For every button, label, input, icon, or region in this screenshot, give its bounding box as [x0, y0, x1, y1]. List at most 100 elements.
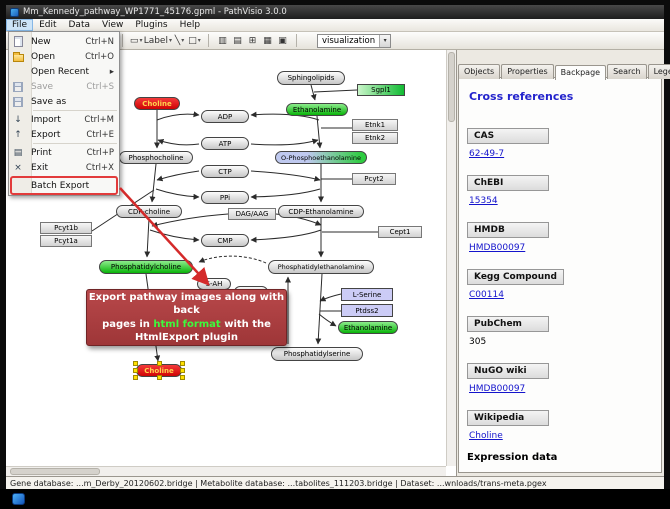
menu-edit[interactable]: Edit [39, 20, 57, 30]
menu-item-label: Save as [31, 96, 67, 107]
tab-backpage[interactable]: Backpage [554, 65, 607, 80]
menu-item-shortcut: Ctrl+S [86, 81, 114, 92]
tab-legend[interactable]: Legend [647, 64, 670, 79]
pathway-node-phosphocholine[interactable]: Phosphocholine [119, 151, 193, 164]
menu-separator [33, 110, 117, 111]
shape-tool-button[interactable]: □▾ [188, 35, 201, 46]
pathway-node-cdp-choline[interactable]: CDP-choline [116, 205, 182, 218]
pathway-node-cdp-ethanolamine[interactable]: CDP-Ethanolamine [278, 205, 364, 218]
xref-link[interactable]: Choline [469, 431, 503, 441]
dropdown-arrow-icon: ▾ [181, 37, 185, 44]
export-icon: ↑ [14, 129, 22, 140]
toolbar-separator [207, 34, 209, 47]
menu-separator [33, 176, 117, 177]
status-text: Gene database: ...m_Derby_20120602.bridg… [10, 478, 547, 488]
pathway-node-etnk2[interactable]: Etnk2 [352, 132, 398, 144]
pathway-node-pcyt2[interactable]: Pcyt2 [352, 173, 396, 185]
xref-link[interactable]: C00114 [469, 290, 504, 300]
expression-data-heading: Expression data [467, 452, 558, 463]
menu-item-shortcut: Ctrl+P [86, 147, 114, 158]
vertical-scrollbar-thumb[interactable] [448, 52, 455, 122]
pathway-node-o-phosphoethanolamine[interactable]: O-Phosphoethanolamine [275, 151, 367, 164]
pathway-node-ethanolamine[interactable]: Ethanolamine [338, 321, 398, 334]
xref-link[interactable]: 62-49-7 [469, 149, 505, 159]
datanode-tool-button[interactable]: ▭▾ [129, 35, 143, 46]
menu-item-label: New [31, 36, 51, 47]
label-tool-button[interactable]: Label▾ [143, 35, 172, 46]
menu-item-label: Open [31, 51, 56, 62]
xref-value: HMDB00097 [469, 384, 653, 394]
menu-item-label: Print [31, 147, 52, 158]
xref-value: HMDB00097 [469, 243, 653, 253]
stack-vertical-button[interactable]: ▦ [263, 35, 272, 46]
pathway-node-l-serine[interactable]: L-Serine [341, 288, 393, 301]
pathway-node-dag-aag[interactable]: DAG/AAG [228, 208, 276, 220]
visualization-combobox[interactable]: visualization ▾ [316, 33, 392, 48]
line-tool-button[interactable]: ╲▾ [174, 35, 185, 46]
pathway-node-etnk1[interactable]: Etnk1 [352, 119, 398, 131]
vertical-scrollbar[interactable] [446, 50, 456, 466]
visualization-value: visualization [321, 35, 376, 46]
pathway-node-pcyt1b[interactable]: Pcyt1b [40, 222, 92, 234]
pathway-node-pcyt1a[interactable]: Pcyt1a [40, 235, 92, 247]
pathway-node-ctp[interactable]: CTP [201, 165, 249, 178]
pathway-node-sphingolipids[interactable]: Sphingolipids [277, 71, 345, 85]
xref-link[interactable]: HMDB00097 [469, 384, 526, 394]
save-as-icon [12, 96, 24, 107]
file-menu-item-open-recent[interactable]: Open Recent▸ [9, 64, 119, 79]
pathway-node-phosphatidylserine[interactable]: Phosphatidylserine [271, 347, 363, 361]
pathway-node-phosphatidylethanolamine[interactable]: Phosphatidylethanolamine [268, 260, 374, 274]
xref-link[interactable]: 15354 [469, 196, 498, 206]
pathway-node-choline[interactable]: Choline [136, 364, 182, 377]
xref-value: C00114 [469, 290, 653, 300]
xref-header: Wikipedia [467, 410, 549, 426]
pathway-node-cmp[interactable]: CMP [201, 234, 249, 247]
horizontal-scrollbar-thumb[interactable] [10, 468, 100, 475]
pathway-node-choline[interactable]: Choline [134, 97, 180, 110]
open-folder-icon [12, 51, 24, 62]
pathway-node-ethanolamine[interactable]: Ethanolamine [286, 103, 348, 116]
menu-data[interactable]: Data [68, 20, 91, 30]
align-horizontal-button[interactable]: ▥ [218, 35, 227, 46]
menu-item-spacer [12, 66, 24, 77]
horizontal-scrollbar[interactable] [6, 466, 446, 476]
callout-highlight: html format [153, 318, 221, 330]
xref-value: Choline [469, 431, 653, 441]
align-vertical-button[interactable]: ▤ [233, 35, 242, 46]
pathway-node-sgpl1[interactable]: Sgpl1 [357, 84, 405, 96]
pathway-node-adp[interactable]: ADP [201, 110, 249, 123]
pathway-node-ptdss2[interactable]: Ptdss2 [341, 304, 393, 317]
xref-header: Kegg Compound [467, 269, 564, 285]
file-menu-item-save-as[interactable]: Save as [9, 94, 119, 109]
menu-item-shortcut: Ctrl+M [84, 114, 114, 125]
visualization-dropdown-icon[interactable]: ▾ [379, 34, 391, 47]
pathway-node-ppi[interactable]: PPi [201, 191, 249, 204]
menu-view[interactable]: View [102, 20, 124, 30]
tab-search[interactable]: Search [607, 64, 647, 79]
distribute-horizontal-button[interactable]: ⊞ [248, 35, 257, 46]
tab-properties[interactable]: Properties [501, 64, 554, 79]
xref-link[interactable]: HMDB00097 [469, 243, 526, 253]
pathway-node-atp[interactable]: ATP [201, 137, 249, 150]
pathway-node-cept1[interactable]: Cept1 [378, 226, 422, 238]
pathway-node-phosphatidylcholine[interactable]: Phosphatidylcholine [99, 260, 193, 274]
menu-help[interactable]: Help [179, 20, 201, 30]
title-bar: Mm_Kennedy_pathway_WP1771_45176.gpml - P… [6, 5, 664, 19]
menu-file[interactable]: File [6, 19, 34, 31]
tab-objects[interactable]: Objects [458, 64, 501, 79]
file-menu-item-batch-export[interactable]: Batch Export [9, 176, 119, 195]
stack-horizontal-button[interactable]: ▣ [278, 35, 287, 46]
menu-plugins[interactable]: Plugins [135, 20, 168, 30]
new-document-icon [12, 36, 24, 47]
taskbar-app-icon[interactable] [12, 493, 25, 505]
xref-value: 62-49-7 [469, 149, 653, 159]
